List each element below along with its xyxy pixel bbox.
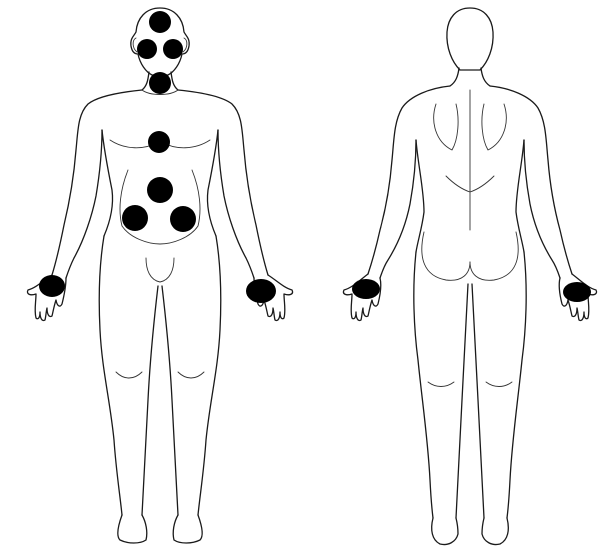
marker-crown-of-head	[149, 11, 171, 33]
marker-right-eye	[137, 39, 157, 59]
marker-layer	[39, 11, 591, 303]
marker-back-left-hand	[352, 279, 380, 299]
marker-back-right-hand	[563, 282, 591, 302]
marker-right-lower-abdomen	[122, 205, 148, 231]
marker-sternum	[148, 131, 170, 153]
marker-left-lower-abdomen	[170, 206, 196, 232]
marker-left-eye	[163, 39, 183, 59]
marker-upper-abdomen	[147, 177, 173, 203]
marker-right-palm	[39, 275, 65, 297]
marker-throat	[149, 72, 171, 94]
posterior-body-outline	[343, 8, 596, 545]
marker-left-palm	[246, 279, 276, 303]
